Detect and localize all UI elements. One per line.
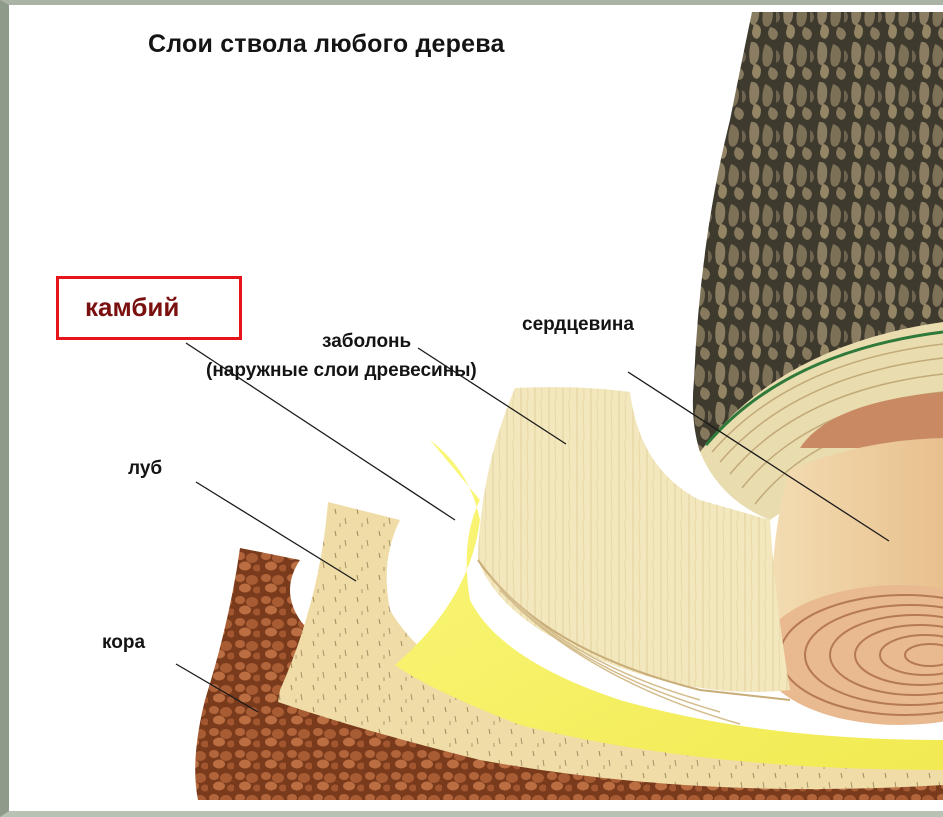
diagram-title: Слои ствола любого дерева	[148, 30, 505, 59]
sapwood-label: заболонь	[322, 331, 411, 353]
heartwood-label: сердцевина	[522, 314, 634, 336]
sapwood-sublabel: (наружные слои древесины)	[206, 360, 477, 382]
phloem-label: луб	[128, 458, 162, 480]
cambium-highlight-box: камбий	[56, 276, 242, 340]
cambium-label: камбий	[85, 292, 179, 323]
bark-label: кора	[102, 632, 145, 654]
